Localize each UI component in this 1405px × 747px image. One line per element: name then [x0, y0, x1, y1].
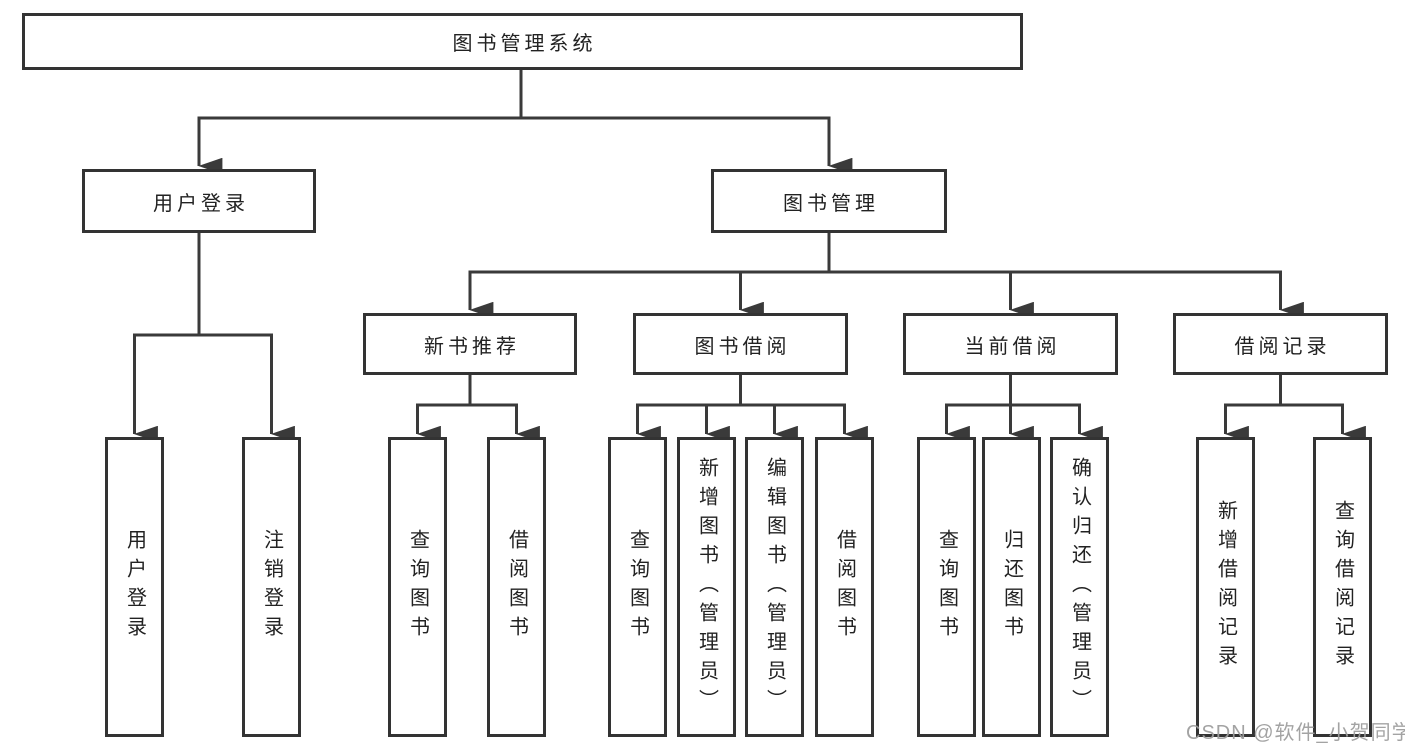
node-leaf-edit-books-admin: 编辑图书（管理员） [745, 437, 804, 737]
edge-newbooks-query [416, 375, 472, 443]
node-borrowing-records: 借阅记录 [1173, 313, 1388, 375]
leaf-label: 新增借阅记录 [1214, 500, 1237, 674]
node-leaf-logout: 注销登录 [242, 437, 301, 737]
leaf-label: 查询借阅记录 [1331, 500, 1354, 674]
node-leaf-user-login: 用户登录 [105, 437, 164, 737]
node-leaf-confirm-return-admin: 确认归还（管理员） [1050, 437, 1109, 737]
node-leaf-borrow-books-1: 借阅图书 [487, 437, 546, 737]
leaf-label: 新增图书（管理员） [695, 456, 718, 718]
edge-current-query [945, 375, 1012, 443]
leaf-label: 归还图书 [1000, 529, 1023, 645]
edge-root-user-login [197, 70, 523, 175]
node-leaf-add-books-admin: 新增图书（管理员） [677, 437, 736, 737]
leaf-label: 查询图书 [626, 529, 649, 645]
node-leaf-query-books-1: 查询图书 [388, 437, 447, 737]
node-new-book-recommendation: 新书推荐 [363, 313, 577, 375]
node-leaf-borrow-books-2: 借阅图书 [815, 437, 874, 737]
edge-borrow-add [705, 375, 742, 443]
edge-current-confirm [1009, 375, 1103, 443]
leaf-label: 查询图书 [406, 529, 429, 645]
edge-records-add [1224, 375, 1282, 443]
leaf-label: 借阅图书 [505, 529, 528, 645]
node-leaf-query-books-2: 查询图书 [608, 437, 667, 737]
node-book-management: 图书管理 [711, 169, 947, 233]
node-book-borrowing: 图书借阅 [633, 313, 848, 375]
edge-login-logout [197, 233, 295, 443]
node-library-management-system: 图书管理系统 [22, 13, 1023, 70]
node-user-login: 用户登录 [82, 169, 316, 233]
leaf-label: 用户登录 [123, 529, 146, 645]
node-leaf-add-borrow-record: 新增借阅记录 [1196, 437, 1255, 737]
leaf-label: 注销登录 [260, 529, 283, 645]
edge-mgmt-borrow [739, 233, 831, 319]
leaf-label: 确认归还（管理员） [1068, 456, 1091, 718]
edge-root-book-management [519, 70, 853, 175]
csdn-watermark: CSDN @软件_小贺同学 [1186, 722, 1405, 744]
node-current-borrowing: 当前借阅 [903, 313, 1118, 375]
edge-newbooks-borrow [468, 375, 540, 443]
leaf-label: 查询图书 [935, 529, 958, 645]
node-leaf-query-books-3: 查询图书 [917, 437, 976, 737]
node-leaf-return-books: 归还图书 [982, 437, 1041, 737]
leaf-label: 编辑图书（管理员） [763, 456, 786, 718]
edge-records-query [1279, 375, 1366, 443]
edge-borrow-borrow [739, 375, 868, 443]
leaf-label: 借阅图书 [833, 529, 856, 645]
node-leaf-query-borrow-record: 查询借阅记录 [1313, 437, 1372, 737]
edge-login-user-login [133, 233, 201, 443]
edge-mgmt-records [827, 233, 1304, 319]
